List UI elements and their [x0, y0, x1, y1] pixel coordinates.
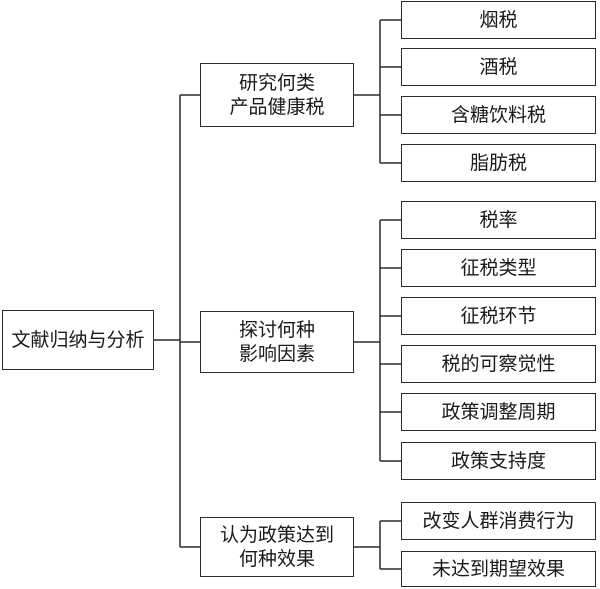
leaf-node: 税率	[401, 201, 596, 239]
leaf-label: 税的可察觉性	[441, 353, 556, 375]
leaf-node: 脂肪税	[401, 144, 596, 182]
branch-label-line: 影响因素	[238, 343, 315, 365]
leaf-node: 政策支持度	[401, 442, 596, 480]
leaf-label: 脂肪税	[469, 152, 527, 174]
leaf-node: 含糖饮料税	[401, 96, 596, 134]
leaf-node: 政策调整周期	[401, 393, 596, 431]
leaf-label: 税率	[479, 209, 518, 231]
branch-label-line: 认为政策达到	[219, 524, 334, 546]
branch-label-line: 研究何类	[238, 72, 315, 94]
branch-node-product-types: 研究何类 产品健康税	[200, 63, 354, 127]
leaf-node: 税的可察觉性	[401, 345, 596, 383]
branch-label-line: 产品健康税	[229, 96, 325, 118]
leaf-label: 酒税	[479, 56, 518, 78]
leaf-node: 酒税	[401, 48, 596, 86]
leaf-node: 征税类型	[401, 249, 596, 287]
leaf-label: 烟税	[479, 9, 518, 31]
branch-label-line: 探讨何种	[238, 319, 315, 341]
leaf-node: 烟税	[401, 1, 596, 39]
branch-node-policy-effects: 认为政策达到 何种效果	[200, 517, 354, 577]
leaf-label: 未达到期望效果	[431, 558, 565, 580]
leaf-node: 征税环节	[401, 297, 596, 335]
branch-label-line: 何种效果	[238, 548, 315, 570]
leaf-node: 未达到期望效果	[401, 551, 596, 587]
root-label: 文献归纳与分析	[11, 329, 145, 351]
leaf-label: 改变人群消费行为	[422, 510, 575, 532]
leaf-label: 政策调整周期	[441, 401, 556, 423]
branch-node-influencing-factors: 探讨何种 影响因素	[200, 311, 354, 373]
leaf-label: 征税环节	[460, 305, 537, 327]
root-node: 文献归纳与分析	[2, 310, 154, 370]
leaf-label: 政策支持度	[450, 450, 546, 472]
leaf-label: 含糖饮料税	[450, 104, 546, 126]
leaf-label: 征税类型	[460, 257, 537, 279]
leaf-node: 改变人群消费行为	[401, 502, 596, 540]
